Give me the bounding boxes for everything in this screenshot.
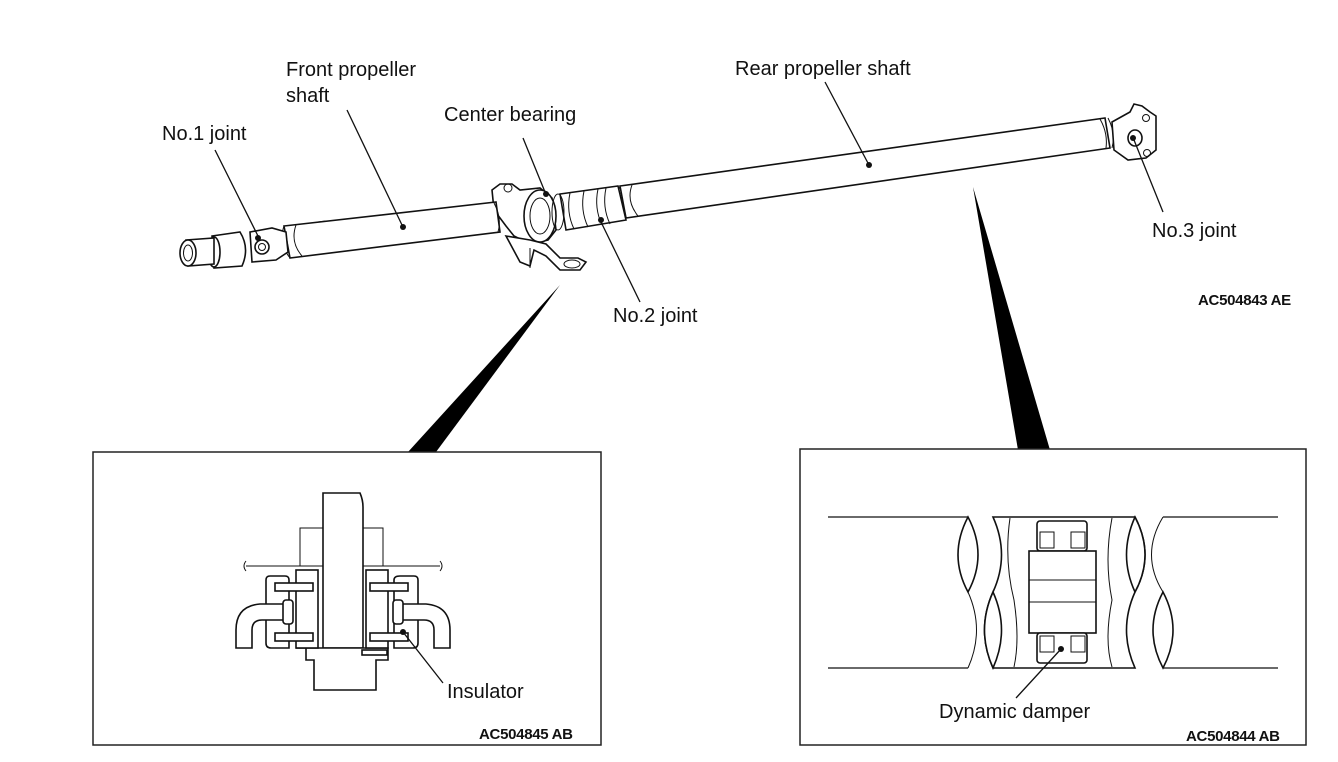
detail-left-code: AC504845 AB: [479, 726, 573, 743]
label-no2-joint: No.2 joint: [613, 305, 698, 327]
detail-box-dynamic-damper: Dynamic damper AC504844 AB: [799, 448, 1307, 746]
callout-wedge-right: [973, 187, 1050, 450]
label-front-shaft-1: Front propeller: [286, 59, 416, 81]
leader-front-shaft: [346, 109, 403, 226]
leader-center-bearing: [522, 137, 546, 193]
main-labels: Front propeller shaft Rear propeller sha…: [162, 58, 1291, 327]
leader-rear-shaft: [824, 81, 870, 166]
leader-no2-joint: [600, 221, 641, 303]
label-center-bearing: Center bearing: [444, 104, 576, 126]
label-dynamic-damper: Dynamic damper: [939, 701, 1091, 723]
leader-dynamic-damper: [1015, 648, 1062, 699]
center-bearing: [491, 183, 588, 271]
label-insulator: Insulator: [447, 681, 524, 703]
main-figure-code: AC504843 AE: [1198, 292, 1291, 309]
leader-no1-joint: [214, 149, 259, 237]
no2-joint: [559, 185, 627, 231]
detail-right-code: AC504844 AB: [1186, 728, 1280, 745]
detail-box-center-bearing: Insulator AC504845 AB: [92, 451, 602, 746]
label-front-shaft-2: shaft: [286, 85, 330, 107]
no3-joint: [1111, 103, 1157, 161]
callout-wedge-left: [408, 285, 560, 452]
leader-no3-joint: [1133, 139, 1164, 213]
rear-propeller-shaft: [617, 117, 1114, 219]
no1-joint: [179, 227, 289, 269]
leader-insulator: [402, 631, 444, 684]
front-propeller-shaft: [281, 201, 501, 259]
leader-lines: [214, 81, 1164, 303]
label-no1-joint: No.1 joint: [162, 123, 247, 145]
rear-shaft-dot: [866, 162, 872, 168]
propeller-shaft-assembly: [179, 103, 1157, 271]
dynamic-damper: [1028, 520, 1097, 664]
label-no3-joint: No.3 joint: [1152, 220, 1237, 242]
label-rear-shaft: Rear propeller shaft: [735, 58, 911, 80]
